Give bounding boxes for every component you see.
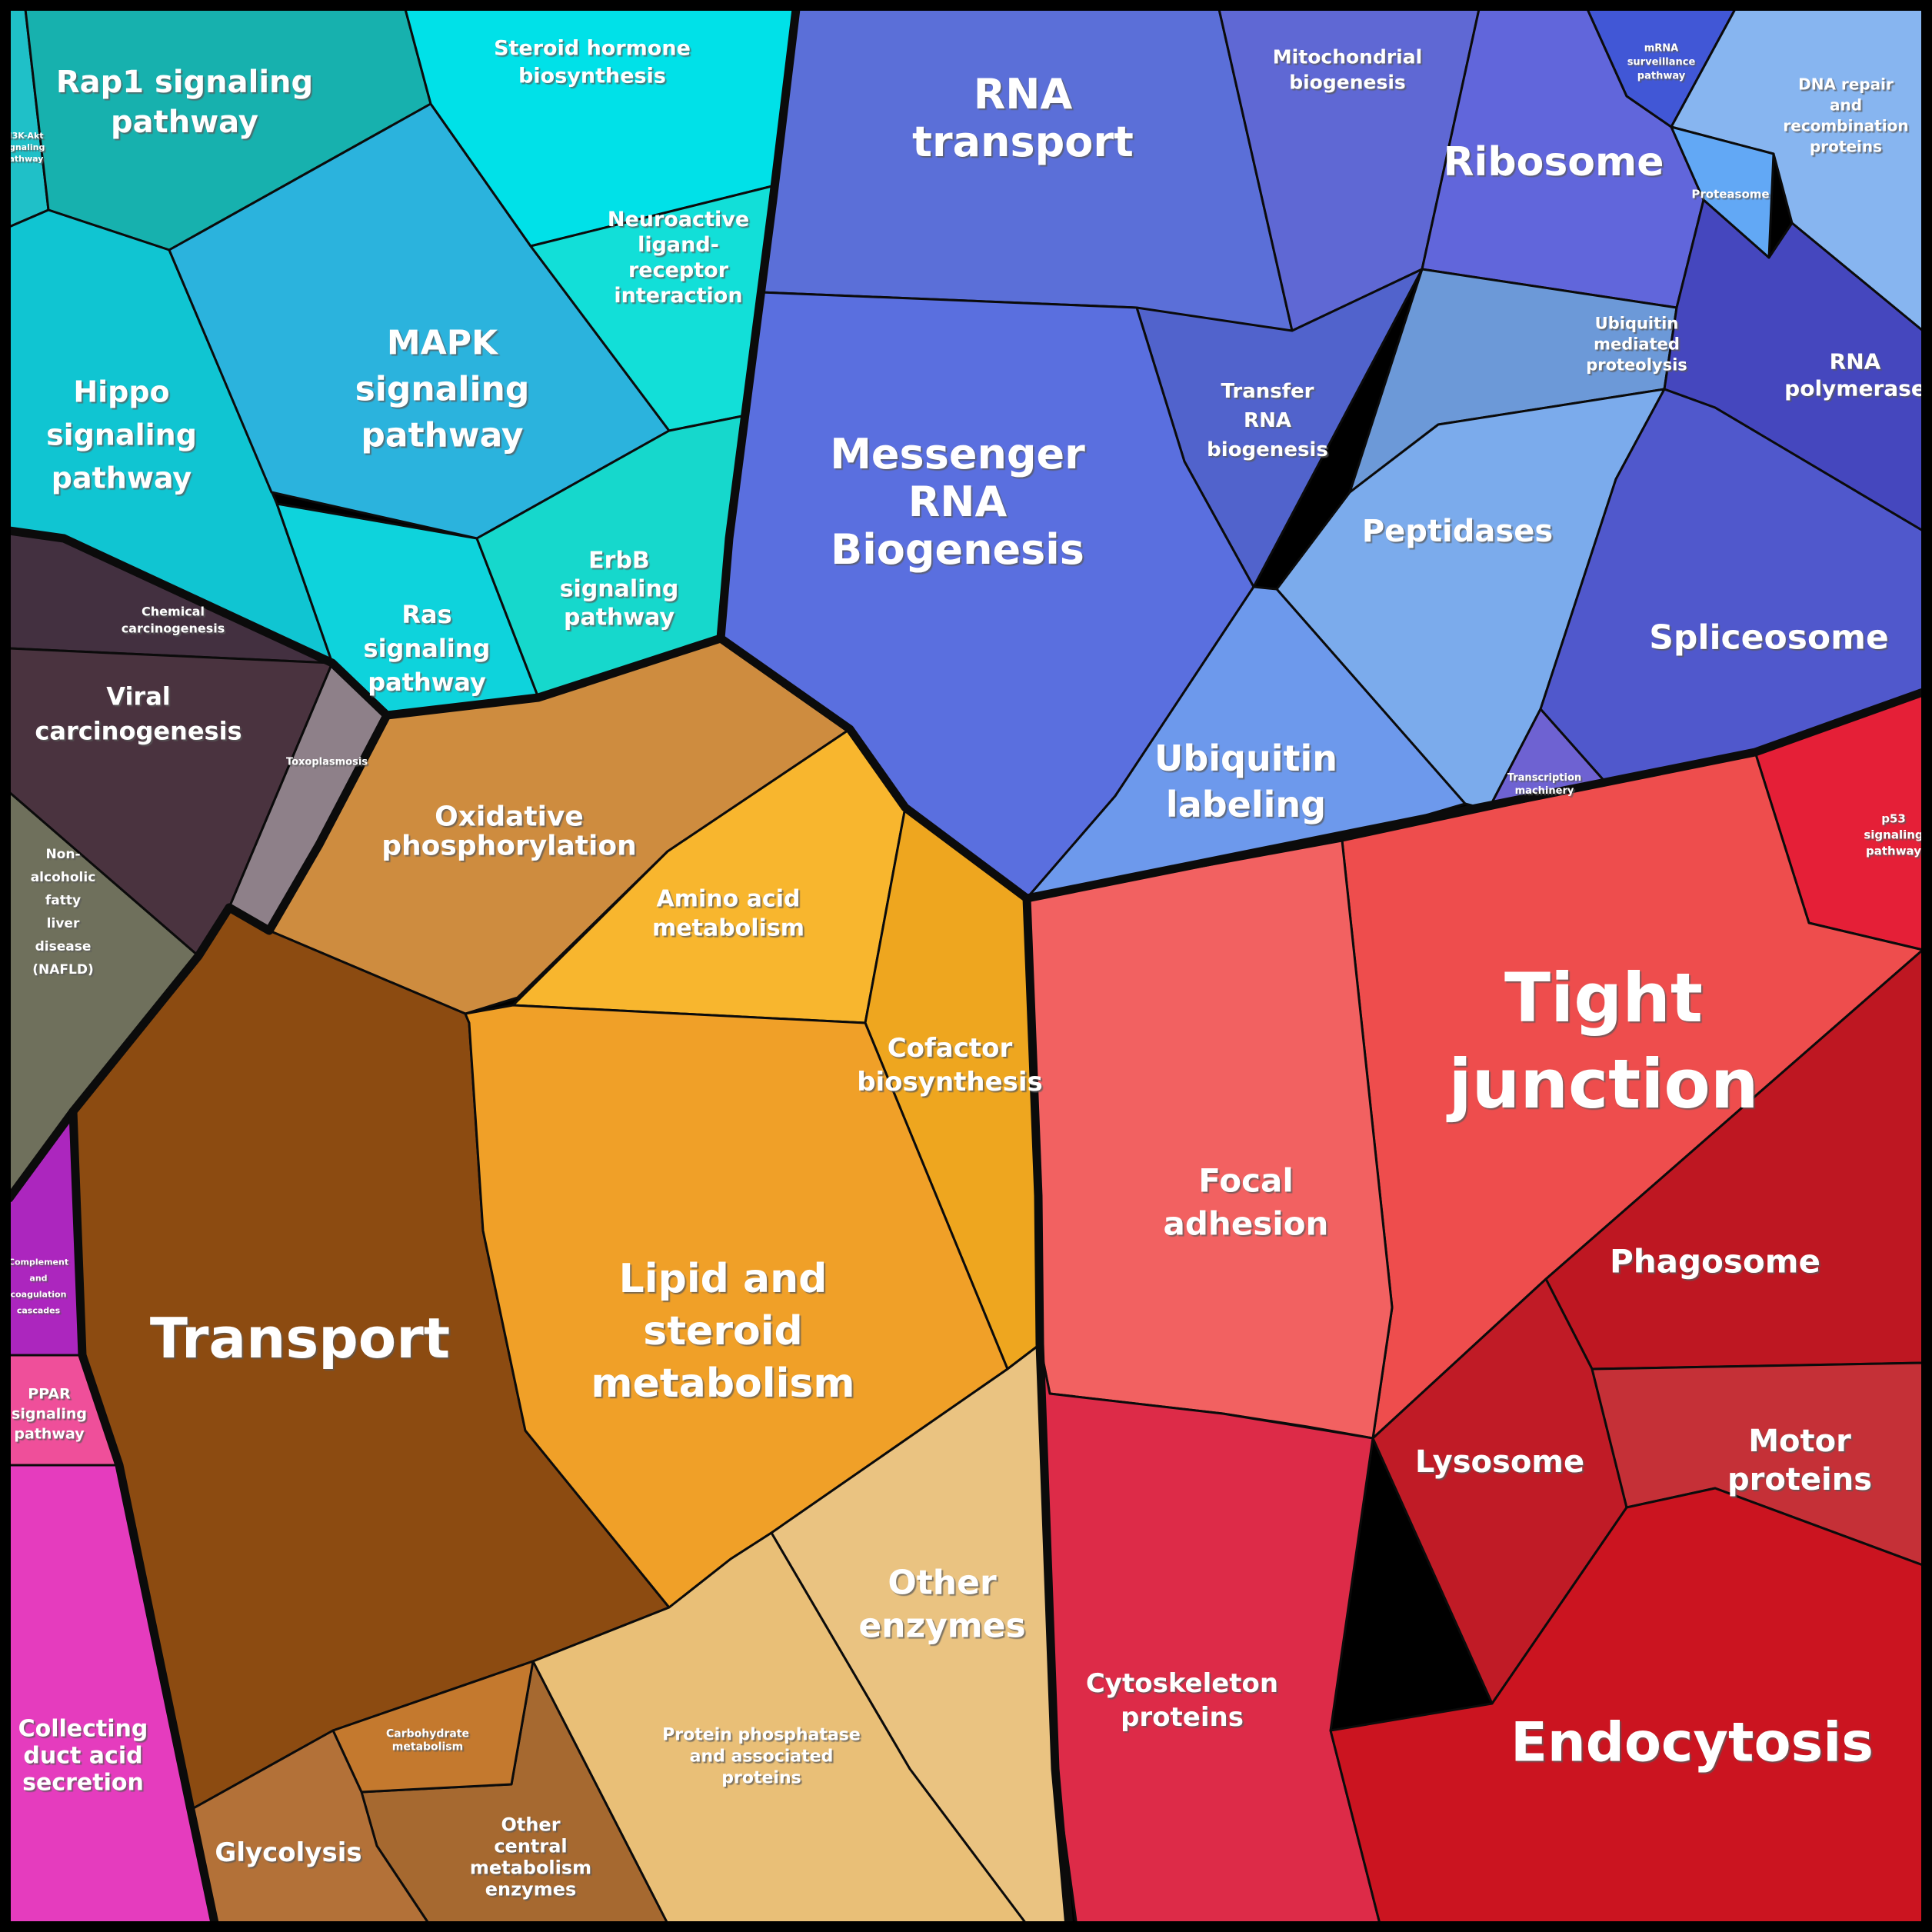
group-border-5: [68, 711, 391, 1116]
group-border-3: [1022, 688, 1927, 903]
group-border-0: [716, 5, 801, 643]
treemap-cells: [8, 8, 1924, 1928]
group-border-4: [1022, 894, 1074, 1931]
group-borders: [5, 5, 1927, 1931]
cell-focal-adhesion[interactable]: [1025, 839, 1394, 1440]
group-border-7: [68, 1107, 220, 1931]
group-border-2: [716, 634, 1031, 903]
cell-cytoskeleton-proteins[interactable]: [1038, 1343, 1382, 1928]
cell-endocytosis[interactable]: [1329, 1487, 1924, 1928]
group-border-6: [5, 1107, 78, 1203]
group-border-1: [5, 526, 725, 720]
